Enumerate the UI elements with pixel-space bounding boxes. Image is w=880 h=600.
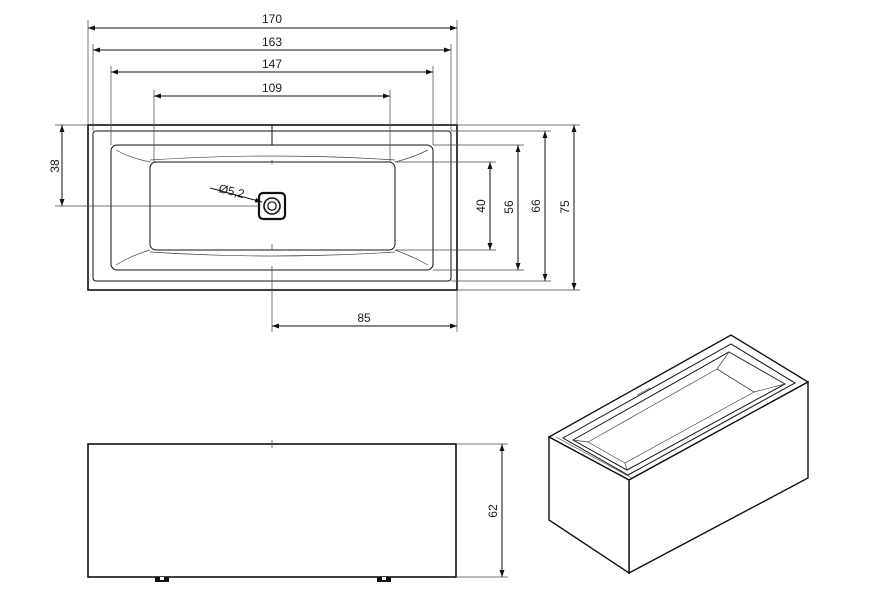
dim-width-inner-top: 147 xyxy=(110,57,434,145)
dim-drain-diameter: Ø5,2 xyxy=(217,181,246,201)
svg-text:66: 66 xyxy=(529,199,543,213)
svg-text:62: 62 xyxy=(486,504,500,518)
svg-text:56: 56 xyxy=(502,200,516,214)
foot-right-icon xyxy=(377,577,391,582)
dim-width-outer: 170 xyxy=(87,12,458,125)
dim-depth-rim: 66 xyxy=(451,130,551,282)
isometric-view xyxy=(547,334,810,575)
top-view: Ø5,2 170 163 147 109 xyxy=(48,12,580,332)
tub-side-outline xyxy=(87,443,457,578)
drain-icon xyxy=(257,191,287,221)
dim-depth-bottom: 40 xyxy=(395,161,496,251)
svg-text:147: 147 xyxy=(262,57,282,71)
svg-text:85: 85 xyxy=(357,311,371,325)
dim-height: 62 xyxy=(456,443,508,578)
dim-drain-height: 38 xyxy=(48,124,259,207)
dim-drain-offset: 85 xyxy=(271,272,458,332)
iso-side-face xyxy=(548,435,630,575)
svg-text:75: 75 xyxy=(558,200,572,214)
svg-text:163: 163 xyxy=(262,35,282,49)
foot-left-icon xyxy=(155,577,169,582)
svg-text:38: 38 xyxy=(48,159,62,173)
dim-width-rim: 163 xyxy=(92,35,452,131)
dim-depth-outer: 75 xyxy=(457,124,580,291)
side-view: 62 xyxy=(87,440,508,582)
svg-text:109: 109 xyxy=(262,81,282,95)
dim-depth-inner: 56 xyxy=(433,144,524,271)
svg-text:40: 40 xyxy=(474,199,488,213)
svg-text:170: 170 xyxy=(262,12,282,26)
dim-width-bottom: 109 xyxy=(153,81,391,162)
